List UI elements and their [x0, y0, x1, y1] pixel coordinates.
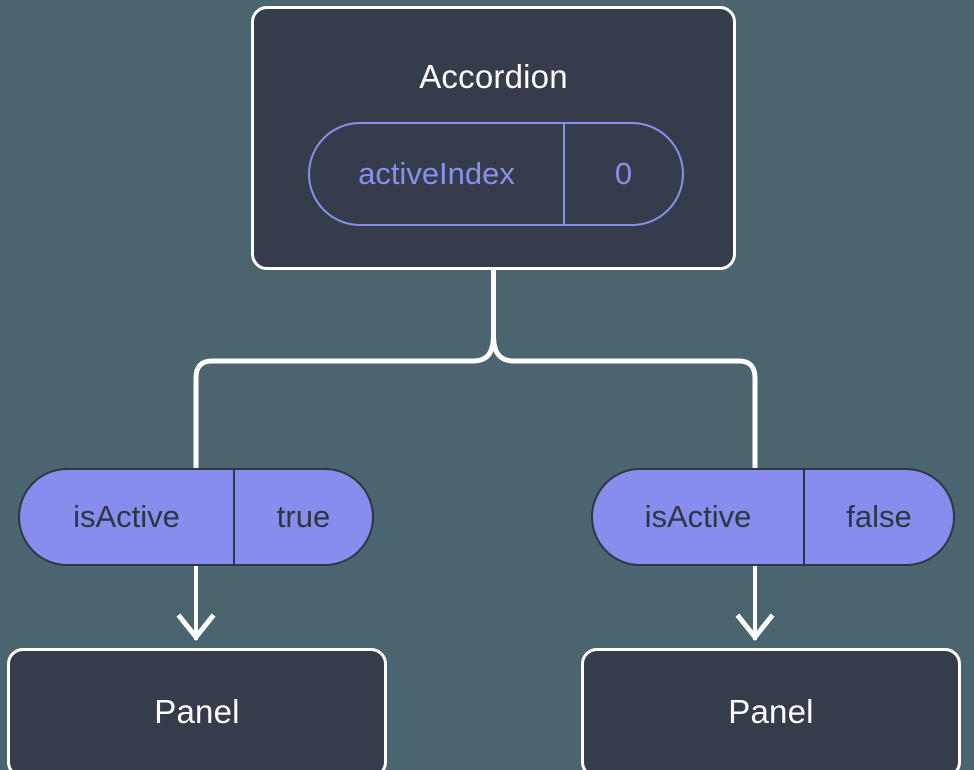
is-active-key-left: isActive [20, 470, 235, 564]
is-active-value-left: true [276, 499, 331, 534]
panel-component-node-right[interactable]: Panel [581, 648, 961, 770]
fork-left-branch [193, 334, 496, 468]
panel-title-right: Panel [728, 693, 814, 730]
panel-component-node-left[interactable]: Panel [7, 648, 387, 770]
active-index-value: 0 [614, 156, 633, 191]
accordion-title: Accordion [419, 58, 568, 95]
panel-title-left: Panel [154, 693, 240, 730]
fork-right-branch [491, 334, 758, 468]
is-active-true-badge[interactable]: isActive true [18, 468, 374, 566]
is-active-key-right: isActive [593, 470, 805, 564]
is-active-value-right: false [846, 499, 912, 534]
arrow-right-head-icon [735, 613, 775, 642]
accordion-component-node[interactable]: Accordion activeIndex 0 [251, 6, 736, 270]
active-index-state-badge[interactable]: activeIndex 0 [308, 122, 684, 226]
active-index-key: activeIndex [310, 124, 565, 224]
arrow-left-head-icon [176, 613, 216, 642]
is-active-false-badge[interactable]: isActive false [591, 468, 955, 566]
